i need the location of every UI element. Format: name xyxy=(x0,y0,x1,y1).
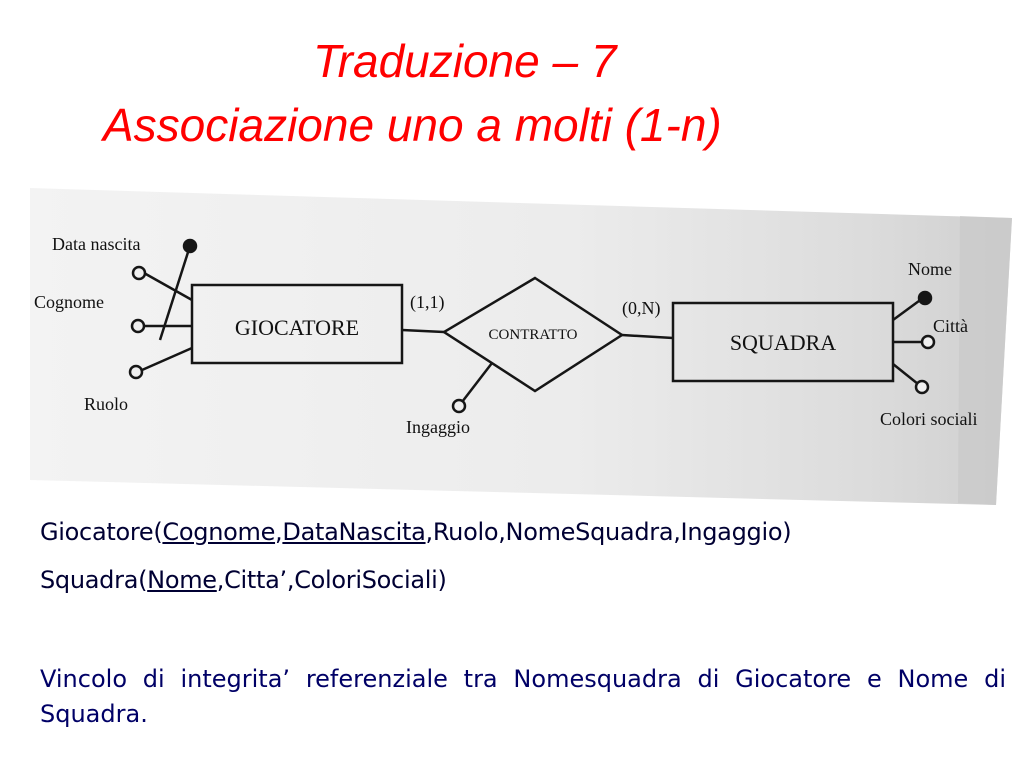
attr-line-ingaggio xyxy=(461,362,493,403)
scan-shadow-edge xyxy=(958,216,1012,505)
attr-citta-label: Città xyxy=(933,316,968,336)
attr-ruolo-dot xyxy=(128,364,144,380)
attr-colori-label: Colori sociali xyxy=(880,409,978,429)
relationship-contratto-label: CONTRATTO xyxy=(489,327,578,343)
attr-line-colori xyxy=(892,363,919,385)
relational-schema-squadra: Squadra(Nome,Citta’,ColoriSociali) xyxy=(40,566,447,594)
slide-title-line-2: Associazione uno a molti (1-n) xyxy=(103,99,722,151)
attr-ingaggio-dot xyxy=(451,398,467,414)
scan-background xyxy=(30,188,1012,505)
schema-squadra-key-nome: Nome xyxy=(147,566,217,594)
entity-giocatore-box xyxy=(190,283,404,365)
attr-colori-dot xyxy=(914,379,930,395)
schema-giocatore-key-cognome: Cognome xyxy=(162,518,276,546)
entity-giocatore-label: GIOCATORE xyxy=(235,315,359,340)
er-diagram: GIOCATORE SQUADRA CONTRATTO (1,1) (0,N) … xyxy=(30,188,1012,505)
attr-line-nome xyxy=(892,296,924,322)
relationship-contratto-diamond xyxy=(441,276,625,393)
attr-cognome-label: Cognome xyxy=(34,292,104,312)
attr-data-nascita-key-dot xyxy=(182,238,198,254)
attr-nome-label: Nome xyxy=(908,259,952,279)
schema-squadra-name: Squadra( xyxy=(40,566,148,594)
attr-data-nascita-label: Data nascita xyxy=(52,234,140,254)
attr-cognome-dot xyxy=(130,318,146,334)
attr-nome-key-dot xyxy=(917,290,933,306)
attr-line-data-nascita xyxy=(158,245,192,341)
slide-title-line-1: Traduzione – 7 xyxy=(313,35,617,87)
attr-citta-dot xyxy=(920,334,936,350)
attr-line-ruolo xyxy=(141,346,193,372)
schema-giocatore-key-datanascita: DataNascita xyxy=(282,518,426,546)
link-giocatore-contratto xyxy=(401,328,445,334)
relational-schema-giocatore: Giocatore(Cognome,DataNascita,Ruolo,Nome… xyxy=(40,518,792,546)
link-contratto-squadra xyxy=(621,333,674,340)
cardinality-squadra: (0,N) xyxy=(622,298,661,319)
attr-line-cognome-link xyxy=(143,271,193,302)
attr-ruolo-label: Ruolo xyxy=(84,394,128,414)
attr-ingaggio-label: Ingaggio xyxy=(406,417,470,437)
entity-squadra-label: SQUADRA xyxy=(730,330,836,355)
schema-squadra-attributes: ,Citta’,ColoriSociali) xyxy=(216,566,447,594)
schema-giocatore-separator: , xyxy=(275,518,283,546)
schema-giocatore-name: Giocatore( xyxy=(40,518,163,546)
attr-cognome-key-dot xyxy=(131,265,147,281)
schema-giocatore-attributes: ,Ruolo,NomeSquadra,Ingaggio) xyxy=(425,518,792,546)
cardinality-giocatore: (1,1) xyxy=(410,292,445,313)
referential-integrity-note: Vincolo di integrita’ referenziale tra N… xyxy=(40,665,1006,728)
